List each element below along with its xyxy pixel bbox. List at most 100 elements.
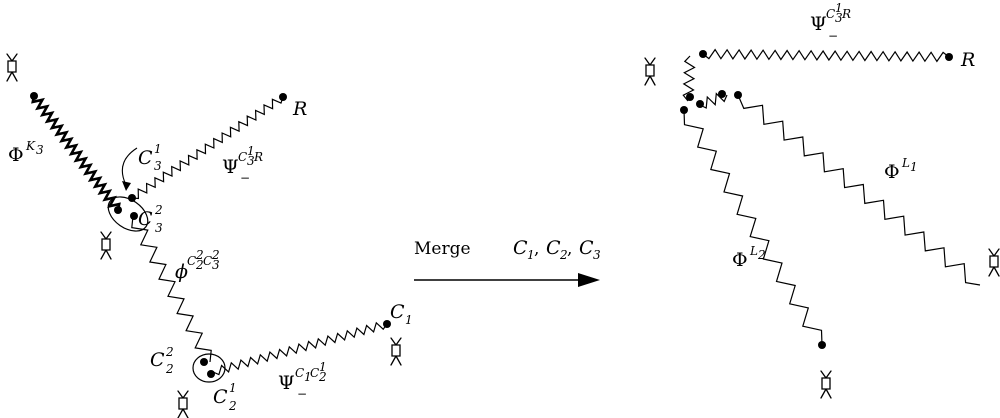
dot-l2-end	[818, 341, 826, 349]
svg-text:3: 3	[835, 11, 843, 25]
person-c2	[177, 390, 189, 418]
label-r-right: R	[960, 49, 975, 71]
svg-text:2: 2	[165, 345, 174, 359]
springs-layer	[31, 48, 981, 376]
svg-text:−: −	[828, 29, 838, 43]
svg-text:C: C	[513, 237, 528, 259]
dot-c2-b	[207, 370, 215, 378]
svg-text:L: L	[901, 156, 910, 170]
dot-c3-a	[114, 206, 122, 214]
svg-text:3: 3	[154, 159, 162, 173]
svg-text:R: R	[841, 7, 851, 21]
svg-text:1: 1	[835, 1, 843, 15]
svg-text:1: 1	[405, 313, 413, 327]
svg-text:Φ: Φ	[732, 249, 748, 271]
svg-text:C: C	[138, 147, 153, 169]
label-psi-c31r-left: Ψ C 1 3 R −	[222, 144, 263, 185]
spring-phi-k3	[31, 95, 121, 211]
svg-text:C: C	[310, 366, 319, 380]
label-phi-l2: Φ L 2	[732, 244, 766, 271]
svg-text:3: 3	[36, 143, 44, 157]
merge-label: Merge C 1 , C 2 , C 3	[414, 237, 601, 262]
svg-text:1: 1	[304, 370, 312, 384]
dot-right-b	[680, 106, 688, 114]
spring-psi-c31r-right	[702, 48, 950, 63]
svg-text:2: 2	[228, 399, 237, 413]
svg-text:2: 2	[195, 248, 204, 262]
dot-right-c	[696, 100, 704, 108]
c31-pointer-arrow	[121, 147, 138, 186]
svg-text:3: 3	[593, 248, 601, 262]
svg-text:2: 2	[195, 258, 204, 272]
person-right-l1	[988, 248, 1000, 277]
person-right-l2	[820, 370, 832, 399]
svg-text:C: C	[150, 349, 165, 371]
svg-text:2: 2	[211, 248, 220, 262]
spring-phi-l1	[737, 94, 981, 286]
svg-text:C: C	[187, 254, 196, 268]
loop-c3	[107, 196, 149, 232]
svg-text:Ψ: Ψ	[810, 13, 827, 35]
svg-text:C: C	[390, 301, 405, 323]
dot-right-e	[734, 91, 742, 99]
spring-right-short	[682, 55, 696, 102]
spring-phi-c22c32	[131, 215, 212, 363]
svg-text:C: C	[238, 150, 247, 164]
spring-phi-l2	[683, 109, 823, 346]
label-c21: C 1 2	[213, 381, 237, 413]
label-psi-c1c21: Ψ C 1 C 1 2 −	[278, 360, 327, 401]
person-k3	[6, 53, 18, 82]
label-c1: C 1	[390, 301, 413, 327]
dot-r-right	[945, 53, 953, 61]
label-r-left: R	[292, 98, 307, 120]
svg-text:3: 3	[155, 221, 163, 235]
dot-right-a	[686, 93, 694, 101]
svg-text:C: C	[138, 208, 153, 230]
svg-text:Φ: Φ	[8, 144, 24, 166]
svg-text:Ψ: Ψ	[278, 372, 295, 394]
svg-text:1: 1	[154, 142, 162, 156]
svg-text:C: C	[295, 366, 304, 380]
loop-c2	[192, 353, 226, 383]
person-c3	[100, 231, 112, 260]
people-layer	[6, 53, 1000, 418]
svg-text:C: C	[579, 237, 594, 259]
dot-c3-b	[130, 212, 138, 220]
label-phi-l1: Φ L 1	[884, 156, 918, 183]
svg-text:C: C	[546, 237, 561, 259]
svg-text:1: 1	[527, 248, 535, 262]
dot-right-top	[699, 50, 707, 58]
dot-c31	[128, 194, 136, 202]
svg-text:1: 1	[910, 160, 918, 174]
spring-psi-c31r-left	[131, 96, 284, 200]
label-phi-k3: Φ K 3	[8, 139, 44, 166]
svg-text:L: L	[749, 244, 758, 258]
svg-text:2: 2	[165, 362, 174, 376]
label-c31: C 1 3	[138, 142, 162, 173]
merge-arrowhead	[578, 273, 600, 287]
svg-text:R: R	[253, 150, 263, 164]
svg-text:C: C	[213, 386, 228, 408]
label-c32: C 2 3	[138, 203, 163, 235]
label-c22: C 2 2	[150, 345, 174, 376]
svg-text:,: ,	[534, 239, 539, 259]
svg-text:ϕ: ϕ	[175, 261, 188, 283]
svg-text:2: 2	[757, 248, 766, 262]
svg-text:2: 2	[154, 203, 163, 217]
svg-text:2: 2	[559, 248, 568, 262]
person-c1	[390, 337, 402, 366]
svg-text:2: 2	[318, 370, 327, 384]
dots-layer	[30, 50, 953, 378]
label-phi-c22c32: ϕ C 2 2 C 2 3	[175, 248, 220, 283]
dot-r-left	[279, 93, 287, 101]
svg-text:Φ: Φ	[884, 161, 900, 183]
dot-c1	[383, 320, 391, 328]
dot-k3-end	[30, 92, 38, 100]
svg-text:Ψ: Ψ	[222, 156, 239, 178]
svg-text:−: −	[297, 387, 307, 401]
svg-text:−: −	[240, 171, 250, 185]
svg-text:C: C	[826, 7, 835, 21]
svg-text:1: 1	[319, 360, 327, 374]
svg-text:1: 1	[229, 381, 237, 395]
